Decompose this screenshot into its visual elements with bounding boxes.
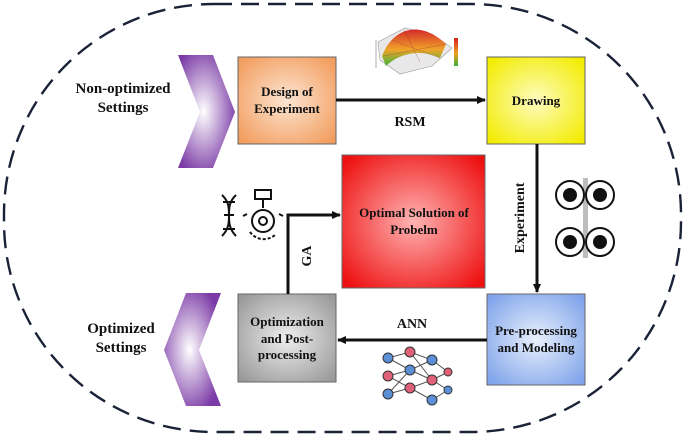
input-chevron-icon — [178, 55, 235, 168]
optimized-settings-label: Optimized Settings — [87, 321, 155, 356]
optimization-box: Optimization and Post-processing — [250, 313, 324, 363]
experiment-label: Experiment — [513, 182, 528, 253]
optimal-box-bg — [341, 154, 486, 289]
rollers-icon — [555, 178, 615, 258]
drawing-box: Drawing — [511, 92, 561, 108]
design-box-bg — [237, 56, 337, 145]
ga-label: GA — [300, 245, 315, 267]
non-optimized-settings-label: Non-optimized Settings — [75, 81, 171, 116]
ga-arrow — [286, 211, 341, 294]
neural-network-icon — [382, 346, 453, 406]
output-chevron-icon — [164, 293, 221, 406]
response-surface-plot-icon — [375, 27, 458, 75]
optimal-solution-box: Optimal Solution of Probelm — [359, 205, 469, 237]
design-of-experiment-box: Design of Experiment — [254, 84, 320, 116]
ann-label: ANN — [397, 317, 427, 332]
preprocessing-box-bg — [486, 293, 586, 386]
dna-gear-icon — [221, 189, 284, 241]
drawing-box-bg — [486, 56, 586, 145]
preprocessing-box: Pre-processing and Modeling — [495, 323, 577, 355]
rsm-label: RSM — [394, 115, 425, 130]
optimization-box-bg — [237, 293, 337, 383]
